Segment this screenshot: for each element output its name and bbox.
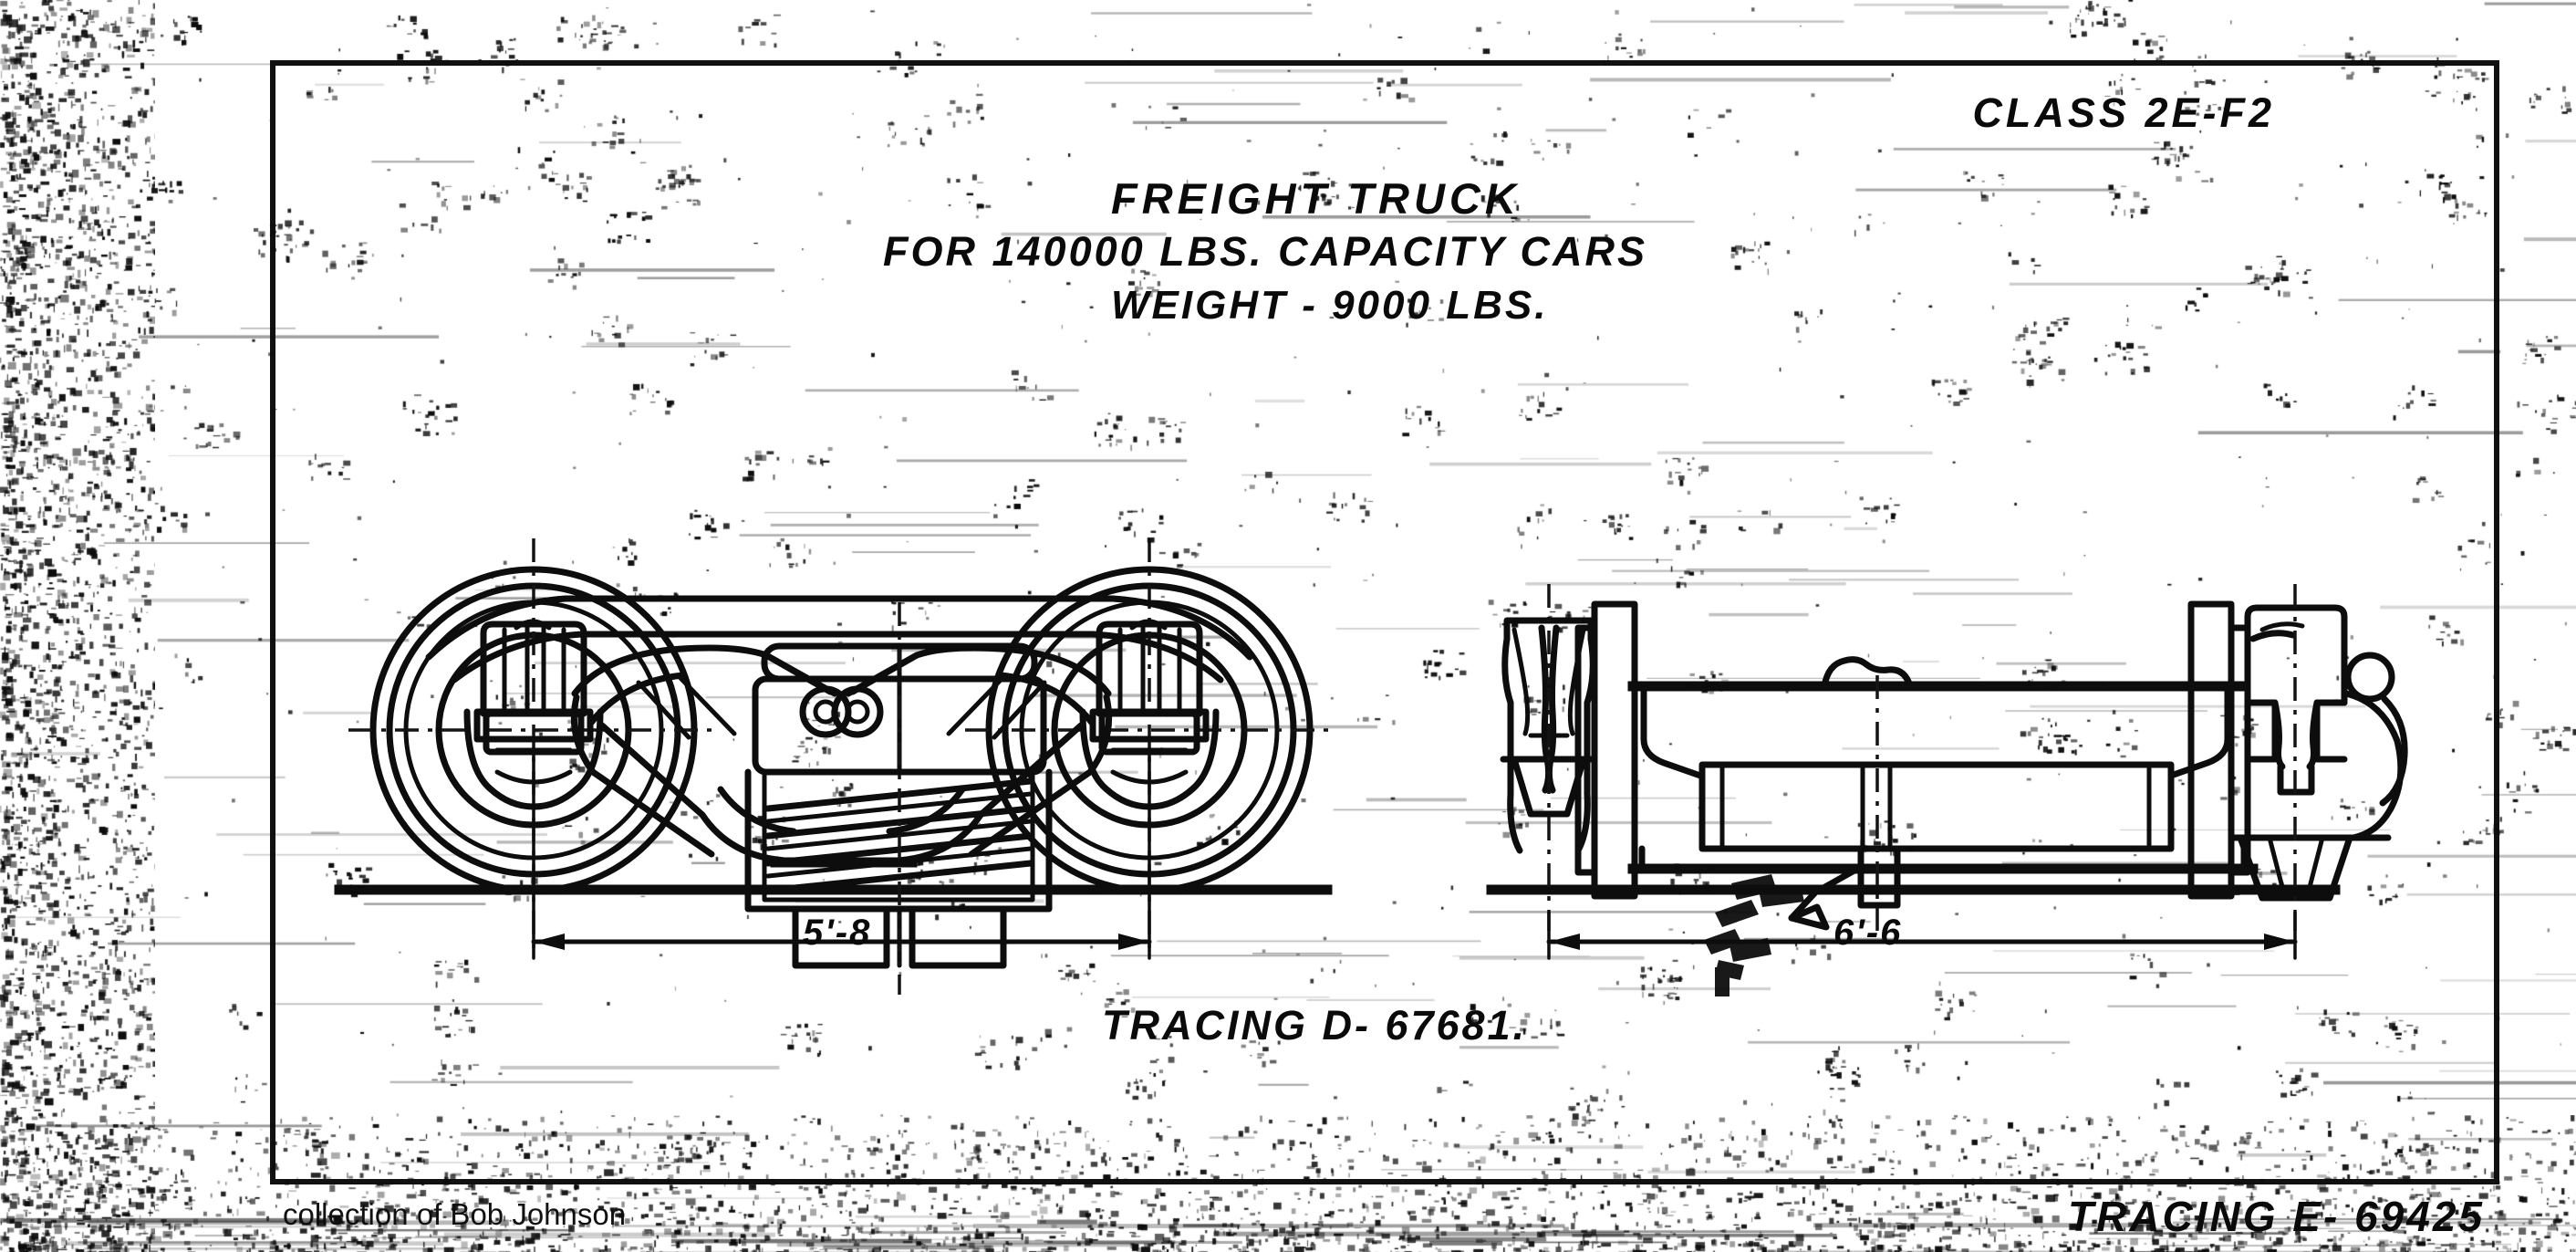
drawing-title-line-1: FREIGHT TRUCK [1111,174,1521,223]
dimension-label-side-view: 5'-8 [803,913,872,953]
scan-edge-noise-left [0,0,155,1252]
drawing-title-line-3: WEIGHT - 9000 LBS. [1111,283,1549,328]
tracing-number-center: TRACING D- 67681. [1102,1002,1528,1049]
collection-credit: collection of Bob Johnson [283,1197,627,1231]
class-label: CLASS 2E-F2 [1972,89,2275,136]
tracing-number-corner: TRACING E- 69425 [2067,1193,2485,1240]
drawing-title-line-2: FOR 140000 LBS. CAPACITY CARS [883,228,1648,275]
dimension-label-end-view: 6'-6 [1833,913,1903,953]
